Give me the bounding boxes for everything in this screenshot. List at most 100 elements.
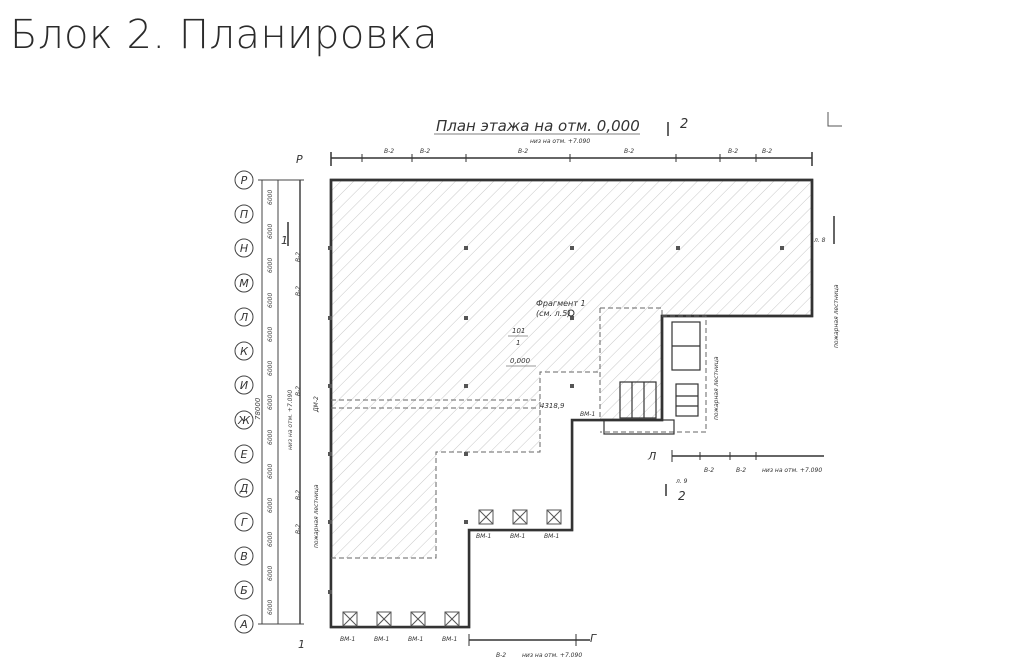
fragment-label: Фрагмент 1 — [536, 299, 586, 308]
beam-left-1: В-2 — [295, 252, 302, 262]
level-note-left: низ на отм. +7.090 — [287, 390, 294, 450]
svg-text:6000: 6000 — [267, 190, 274, 205]
axis-row-bubble: Е — [234, 444, 254, 464]
left-dimension — [258, 179, 304, 625]
beam-top-6: В-2 — [762, 148, 772, 155]
beam-left-2: В-2 — [295, 286, 302, 296]
svg-text:6000: 6000 — [267, 430, 274, 445]
top-dimension — [330, 152, 813, 166]
axis-row-bubble: М — [234, 273, 254, 293]
svg-text:Е: Е — [241, 448, 248, 461]
svg-text:Л: Л — [239, 311, 248, 324]
gate-inner-2: ВМ-1 — [510, 533, 525, 540]
section-2-bottom: 2 — [678, 489, 686, 503]
room-index: 1 — [516, 339, 520, 347]
page-title: Блок 2. Планировка — [10, 12, 439, 58]
beam-right-2: В-2 — [736, 467, 746, 474]
level-note-right: низ на отм. +7.090 — [762, 467, 822, 474]
axis-row-bubble: А — [234, 614, 254, 634]
gate-side: ВМ-1 — [580, 411, 595, 418]
svg-text:А: А — [239, 618, 248, 631]
svg-text:Г: Г — [241, 516, 248, 529]
svg-text:6000: 6000 — [267, 361, 274, 376]
axis-row-bubble: Д — [234, 478, 254, 498]
dm-label: ДМ-2 — [313, 396, 320, 413]
svg-text:6000: 6000 — [267, 327, 274, 342]
level-note-bottom: низ на отм. +7.090 — [522, 652, 582, 659]
beam-top-3: В-2 — [518, 148, 528, 155]
beam-top-5: В-2 — [728, 148, 738, 155]
gate-bottom-4: ВМ-1 — [442, 636, 457, 643]
beam-bottom: В-2 — [496, 652, 506, 659]
svg-text:6000: 6000 — [267, 395, 274, 410]
staircase-label-left: пожарная лестница — [313, 484, 320, 548]
axis-left-1: 1 — [281, 234, 288, 247]
stair-core — [603, 321, 701, 435]
axis-top-left: Р — [296, 153, 303, 166]
svg-text:6000: 6000 — [267, 532, 274, 547]
beam-left-3: В-2 — [295, 386, 302, 396]
room-number: 101 — [512, 327, 525, 335]
svg-text:6000: 6000 — [267, 293, 274, 308]
axis-row-bubble: К — [234, 341, 254, 361]
svg-text:6000: 6000 — [267, 224, 274, 239]
svg-text:М: М — [239, 277, 249, 290]
gate-bottom-2: ВМ-1 — [374, 636, 389, 643]
bottom-dimension — [468, 634, 590, 646]
open-area-right — [540, 372, 600, 420]
svg-text:Н: Н — [240, 242, 248, 255]
bottom-gates — [342, 611, 460, 627]
right-dimension — [671, 450, 824, 462]
inner-gates — [478, 509, 562, 525]
svg-text:Ж: Ж — [237, 414, 251, 427]
axis-row-bubble: Г — [234, 512, 254, 532]
gate-inner-1: ВМ-1 — [476, 533, 491, 540]
section-mark: 2 — [680, 117, 688, 132]
svg-text:6000: 6000 — [267, 258, 274, 273]
ref-8: л. 8 — [813, 237, 826, 244]
axis-rows: Р П Н М Л К И Ж Е Д Г В Б А — [234, 170, 254, 634]
svg-text:Б: Б — [240, 584, 248, 597]
beam-left-4: В-2 — [295, 490, 302, 500]
gate-bottom-1: ВМ-1 — [340, 636, 355, 643]
beam-top-1: В-2 — [384, 148, 394, 155]
beam-left-5: В-2 — [295, 524, 302, 534]
axis-bottom-left: 1 — [298, 638, 305, 651]
beam-top-2: В-2 — [420, 148, 430, 155]
axis-row-bubble: И — [234, 375, 254, 395]
staircase-label-right: пожарная лестница — [713, 356, 720, 420]
axis-right-l: Л — [647, 450, 656, 463]
svg-text:В: В — [240, 550, 248, 563]
axis-row-bubble: Л — [234, 307, 254, 327]
beam-top-4: В-2 — [624, 148, 634, 155]
beam-right-1: В-2 — [704, 467, 714, 474]
fragment-ref: (см. л.5) — [536, 309, 571, 318]
gate-bottom-3: ВМ-1 — [408, 636, 423, 643]
open-area-lower — [331, 420, 572, 627]
axis-row-bubble: Р — [234, 170, 254, 190]
svg-text:Д: Д — [239, 482, 249, 495]
axis-row-bubble: П — [234, 204, 254, 224]
axis-row-bubble: Ж — [234, 410, 254, 430]
fragment-marker — [567, 309, 575, 317]
area-label: 4318,9 — [540, 402, 565, 410]
svg-text:И: И — [240, 379, 248, 392]
column-grid — [328, 246, 784, 594]
staircase-label-far-right: пожарная лестница — [833, 284, 840, 348]
svg-text:К: К — [240, 345, 249, 358]
overall-dimension: 78000 — [254, 397, 262, 420]
svg-text:6000: 6000 — [267, 464, 274, 479]
axis-row-bubble: В — [234, 546, 254, 566]
building-wall — [329, 178, 814, 629]
row-spacing-labels: 6000 6000 6000 6000 6000 6000 6000 6000 … — [267, 190, 274, 615]
svg-text:6000: 6000 — [267, 600, 274, 615]
level-note-top: низ на отм. +7.090 — [530, 138, 590, 145]
ref-9: л. 9 — [675, 478, 688, 485]
dashed-zone-lines — [331, 307, 707, 559]
svg-text:П: П — [240, 208, 248, 221]
svg-text:Р: Р — [241, 174, 248, 187]
axis-row-bubble: Б — [234, 580, 254, 600]
svg-text:6000: 6000 — [267, 498, 274, 513]
axis-bottom-mid: Г — [590, 632, 597, 645]
